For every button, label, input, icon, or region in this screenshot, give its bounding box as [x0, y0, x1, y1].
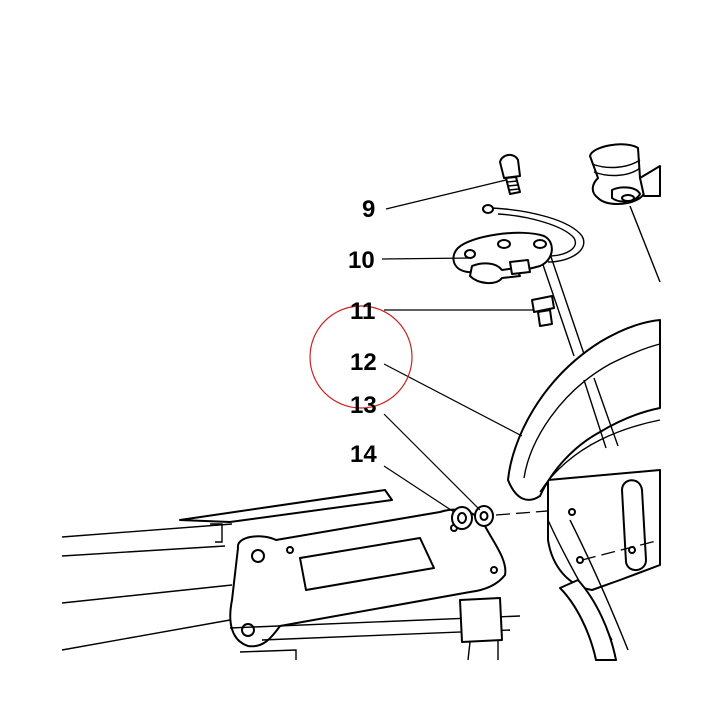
frame-foot	[459, 597, 503, 643]
callout-labels: 9 10 11 12 13 14	[348, 196, 377, 468]
side-plate	[547, 469, 661, 591]
knob-rod	[629, 205, 661, 283]
frame-line	[61, 584, 233, 604]
leader-9	[385, 179, 507, 210]
washer-hole	[479, 511, 489, 521]
clamp-10	[452, 204, 585, 284]
knob-hole	[621, 194, 635, 202]
knob-mount	[639, 165, 661, 197]
frame-bottom	[239, 649, 297, 660]
side-plate-hole	[568, 508, 576, 516]
bracket-rivet	[286, 546, 294, 554]
bracket-hole	[241, 623, 255, 637]
frame-foot-leg	[467, 640, 499, 661]
callout-10: 10	[348, 247, 375, 274]
fender-inner-edge	[523, 343, 661, 479]
fender-bracket	[559, 579, 617, 661]
frame-tab	[210, 523, 223, 543]
knob-rib	[593, 167, 641, 177]
pin-head	[531, 295, 555, 313]
callout-11: 11	[350, 298, 375, 325]
stem-rod	[537, 247, 585, 357]
leader-14	[383, 465, 455, 513]
fender-tail	[569, 519, 629, 651]
frame-assembly	[61, 489, 521, 661]
pin-11	[531, 295, 555, 327]
frame-line	[61, 523, 233, 538]
clamp-wire-end	[482, 204, 494, 214]
fender-12	[507, 319, 661, 661]
frame-top-rail	[179, 489, 393, 523]
frame-line	[61, 619, 231, 651]
frame-line	[61, 545, 226, 557]
callout-12: 12	[350, 349, 377, 376]
clamp-wire	[491, 207, 585, 263]
leader-13	[383, 413, 481, 511]
leader-12	[383, 363, 523, 437]
rubber-knob	[589, 143, 661, 283]
stem-rod	[583, 377, 619, 449]
bracket-rivet	[490, 566, 498, 574]
bolt-head	[499, 154, 521, 179]
bracket-hole	[251, 549, 265, 563]
washer-hole	[457, 512, 467, 524]
clamp-wire	[497, 213, 577, 257]
clamp-latch	[469, 262, 521, 284]
callout-14: 14	[350, 441, 377, 468]
side-plate-slot	[621, 479, 647, 571]
washer-14	[451, 506, 473, 530]
callout-9: 9	[362, 196, 375, 223]
clamp-spring	[509, 259, 531, 275]
bolt-thread	[506, 180, 520, 191]
fender-lower-edge	[539, 419, 661, 493]
clamp-hole	[464, 249, 476, 259]
clamp-hole	[533, 239, 547, 249]
leader-10	[381, 257, 473, 260]
washer-13	[474, 505, 494, 527]
leader-lines	[381, 179, 534, 513]
bolt-9	[499, 154, 521, 195]
highlight-circle	[309, 305, 413, 409]
fender-body	[507, 319, 661, 501]
clamp-hole	[497, 239, 511, 249]
bracket-slot	[299, 537, 435, 591]
pin-shank	[537, 309, 553, 327]
callout-13: 13	[350, 392, 377, 419]
knob-rib	[591, 159, 641, 169]
axis-line	[581, 539, 661, 561]
